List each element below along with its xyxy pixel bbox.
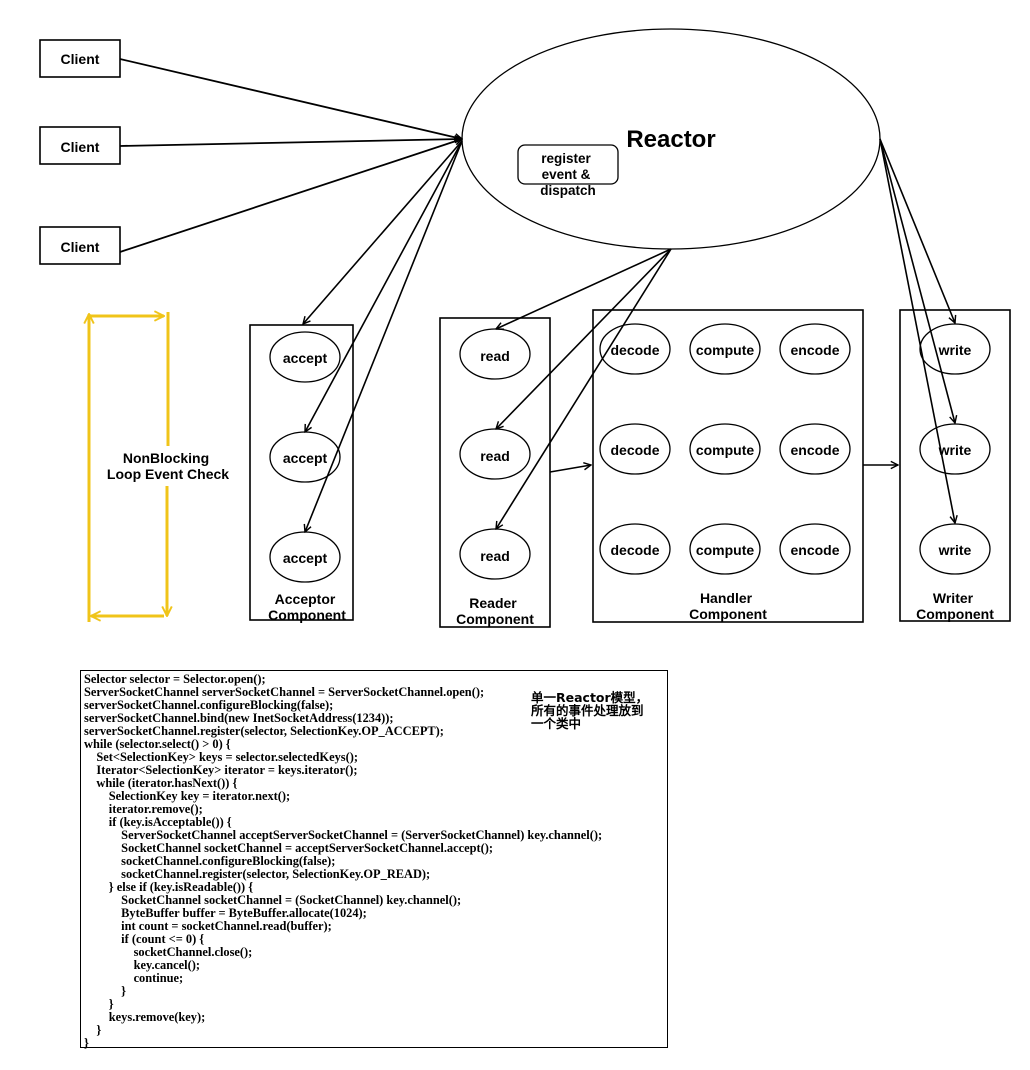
code-line: SelectionKey key = iterator.next(); [84,789,291,803]
code-line: } [84,1023,102,1037]
read-label: read [480,448,510,464]
code-note-line: 一个类中 [531,716,582,731]
code-line: serverSocketChannel.register(selector, S… [84,724,444,738]
decode-node [599,523,671,575]
code-line: SocketChannel socketChannel = (SocketCha… [84,893,462,907]
read-node [459,528,531,580]
code-listing: Selector selector = Selector.open();Serv… [84,673,602,1050]
client-label: Client [61,51,100,67]
handler-label-line: Component [689,606,767,622]
client-box: Client [39,226,121,265]
code-line: } [84,1036,89,1050]
write-label: write [938,542,972,558]
handler-component: decode compute encode decode compute enc… [592,309,864,623]
code-line: while (selector.select() > 0) { [84,737,231,751]
client-arrows [119,58,462,253]
writer-component: write write write Writer Component [899,309,1011,622]
compute-node [689,323,761,375]
decode-label: decode [610,542,659,558]
code-line: while (iterator.hasNext()) { [84,776,238,790]
code-line: SocketChannel socketChannel = acceptServ… [84,841,494,855]
code-line: if (key.isAcceptable()) { [84,815,232,829]
accept-label: accept [283,550,328,566]
code-line: socketChannel.configureBlocking(false); [84,854,336,868]
accept-node [269,331,341,383]
compute-node [689,423,761,475]
code-line: } [84,997,114,1011]
code-line: socketChannel.close(); [84,945,253,959]
code-line: serverSocketChannel.bind(new InetSocketA… [84,711,394,725]
code-line: iterator.remove(); [84,802,203,816]
code-line: if (count <= 0) { [84,932,205,946]
dispatch-badge [517,144,619,185]
badge-line: register [541,151,591,166]
write-label: write [938,342,972,358]
code-line: } else if (key.isReadable()) { [84,880,254,894]
code-line: ServerSocketChannel acceptServerSocketCh… [84,828,603,842]
reader-label-line: Component [456,611,534,627]
code-line: continue; [84,971,184,985]
client-label: Client [61,139,100,155]
encode-node [779,423,851,475]
read-label: read [480,548,510,564]
acceptor-label-line: Component [268,607,346,623]
code-line: serverSocketChannel.configureBlocking(fa… [84,698,334,712]
accept-label: accept [283,450,328,466]
decode-label: decode [610,442,659,458]
acceptor-label-line: Acceptor [275,591,336,607]
writer-label-line: Writer [933,590,974,606]
encode-label: encode [790,542,839,558]
reactor-title: Reactor [626,126,715,153]
read-label: read [480,348,510,364]
write-label: write [938,442,972,458]
code-line: keys.remove(key); [84,1010,206,1024]
code-line: Selector selector = Selector.open(); [84,672,266,686]
encode-node [779,323,851,375]
code-line: ByteBuffer buffer = ByteBuffer.allocate(… [84,906,367,920]
loop-label-line: NonBlocking [123,450,209,466]
decode-node [599,423,671,475]
code-line: Iterator<SelectionKey> iterator = keys.i… [84,763,358,777]
handler-label-line: Handler [700,590,753,606]
compute-label: compute [696,442,755,458]
loop-arrows [89,312,168,622]
code-line: } [84,984,127,998]
reactor-diagram: Client Client Client Reactor register ev… [39,28,1011,628]
reactor-node: Reactor register event & dispatch [461,28,881,250]
client-label: Client [61,239,100,255]
compute-label: compute [696,342,755,358]
decode-label: decode [610,342,659,358]
loop-label-line: Loop Event Check [107,466,229,482]
accept-label: accept [283,350,328,366]
code-panel: Selector selector = Selector.open();Serv… [80,670,668,1050]
reader-component: read read read Reader Component [439,317,551,628]
writer-label-line: Component [916,606,994,622]
client-box: Client [39,126,121,165]
code-line: int count = socketChannel.read(buffer); [84,919,332,933]
encode-node [779,523,851,575]
code-note: 单一Reactor模型， 所有的事件处理放到 一个类中 [531,691,661,730]
code-note-line: 单一Reactor模型， [531,690,649,705]
compute-label: compute [696,542,755,558]
compute-node [689,523,761,575]
encode-label: encode [790,342,839,358]
badge-line: event & [542,167,591,182]
acceptor-component: accept accept accept Acceptor Component [249,324,354,623]
reader-label-line: Reader [469,595,517,611]
encode-label: encode [790,442,839,458]
code-line: key.cancel(); [84,958,200,972]
client-box: Client [39,39,121,78]
decode-node [599,323,671,375]
dispatch-arrows [303,138,955,532]
code-line: Set<SelectionKey> keys = selector.select… [84,750,358,764]
code-line: ServerSocketChannel serverSocketChannel … [84,685,485,699]
code-line: socketChannel.register(selector, Selecti… [84,867,431,881]
badge-line: dispatch [540,183,596,198]
code-note-line: 所有的事件处理放到 [531,703,644,718]
